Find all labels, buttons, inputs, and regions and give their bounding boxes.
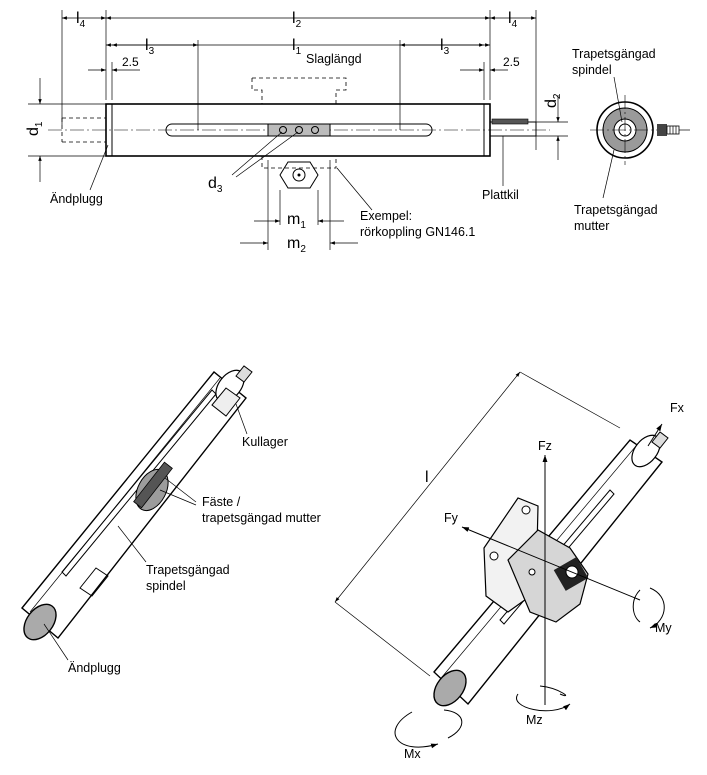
svg-text:Mz: Mz: [526, 713, 543, 727]
svg-text:spindel: spindel: [572, 63, 612, 77]
svg-text:mutter: mutter: [574, 219, 609, 233]
svg-text:rörkoppling GN146.1: rörkoppling GN146.1: [360, 225, 475, 239]
svg-text:Fx: Fx: [670, 401, 685, 415]
svg-text:l2: l2: [292, 10, 302, 30]
leader-lines: [89, 131, 504, 211]
svg-text:My: My: [655, 621, 672, 635]
label-texts: Slaglängd Ändplugg Plattkil Exempel: rör…: [50, 47, 658, 239]
iso-right-view: l: [334, 371, 685, 761]
svg-text:Plattkil: Plattkil: [482, 188, 519, 202]
svg-text:m1: m1: [287, 211, 306, 231]
svg-text:Trapetsgängad: Trapetsgängad: [146, 563, 230, 577]
svg-text:Ändplugg: Ändplugg: [68, 661, 121, 675]
iso-right-force-axes: [394, 423, 665, 749]
iso-right-labels: Fx Fz Fy My Mz Mx: [404, 401, 685, 761]
svg-text:l4: l4: [76, 10, 86, 30]
svg-text:2.5: 2.5: [122, 55, 139, 69]
svg-text:d3: d3: [208, 175, 223, 195]
iso-right-mount: [483, 497, 589, 623]
svg-text:Kullager: Kullager: [242, 435, 288, 449]
iso-left-view: Kullager Fäste / trapetsgängad mutter Tr…: [21, 365, 321, 675]
svg-text:trapetsgängad mutter: trapetsgängad mutter: [202, 511, 321, 525]
iso-left-mount: [133, 461, 173, 512]
hidden-end-plug: [61, 117, 106, 143]
svg-text:d2: d2: [543, 93, 563, 108]
feather-key: [489, 118, 537, 137]
svg-text:Trapetsgängad: Trapetsgängad: [574, 203, 658, 217]
tube-coupling-outline: [251, 77, 347, 189]
svg-text:Fz: Fz: [538, 439, 552, 453]
dimension-texts: l4 l2 l4 l3 l1 l3 2.5 2.5 d1 d2 d3 m1 m2: [25, 10, 563, 255]
svg-text:l4: l4: [508, 10, 518, 30]
svg-text:l3: l3: [145, 37, 155, 57]
svg-text:Fäste /: Fäste /: [202, 495, 241, 509]
side-view: [590, 76, 690, 199]
iso-left-tube: [21, 365, 253, 641]
svg-text:l1: l1: [292, 37, 302, 57]
svg-text:Fy: Fy: [444, 511, 459, 525]
iso-left-leaders: [43, 403, 248, 661]
svg-text:l3: l3: [440, 37, 450, 57]
iso-left-labels: Kullager Fäste / trapetsgängad mutter Tr…: [68, 435, 321, 675]
iso-right-length-dim: l: [334, 371, 621, 677]
dimension-lines: [28, 16, 568, 250]
svg-text:2.5: 2.5: [503, 55, 520, 69]
svg-text:Exempel:: Exempel:: [360, 209, 412, 223]
svg-text:l: l: [425, 469, 429, 486]
svg-text:m2: m2: [287, 235, 306, 255]
slider-block: [267, 123, 331, 137]
svg-text:Slaglängd: Slaglängd: [306, 52, 362, 66]
svg-text:spindel: spindel: [146, 579, 186, 593]
svg-text:Trapetsgängad: Trapetsgängad: [572, 47, 656, 61]
svg-text:Mx: Mx: [404, 747, 421, 761]
svg-text:Ändplugg: Ändplugg: [50, 192, 103, 206]
top-view: l4 l2 l4 l3 l1 l3 2.5 2.5 d1 d2 d3 m1 m2…: [25, 10, 690, 255]
svg-text:d1: d1: [25, 121, 45, 136]
